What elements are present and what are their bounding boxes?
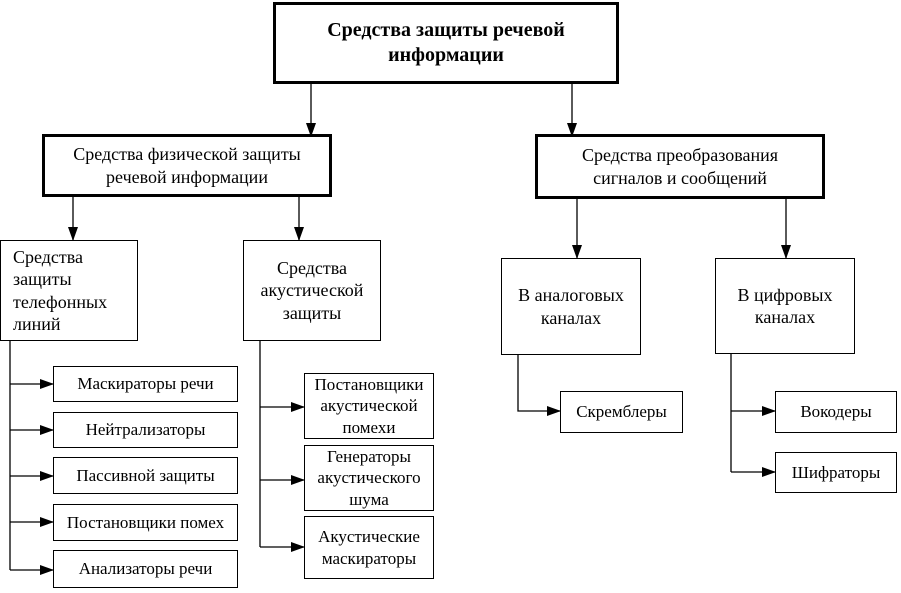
root-node: Средства защиты речевой информации <box>273 2 619 84</box>
telephone-lines-node: Средства защиты телефонных линий <box>0 240 138 341</box>
telephone-item: Анализаторы речи <box>53 550 238 588</box>
acoustic-protection-node: Средства акустической защиты <box>243 240 381 341</box>
analog-channels-node: В аналоговых каналах <box>501 258 641 355</box>
telephone-item: Постановщики помех <box>53 504 238 541</box>
analog-item: Скремблеры <box>560 391 683 433</box>
acoustic-item: Генераторы акустического шума <box>304 445 434 511</box>
digital-item: Шифраторы <box>775 452 897 493</box>
telephone-item: Маскираторы речи <box>53 366 238 402</box>
telephone-item: Нейтрализаторы <box>53 412 238 448</box>
telephone-item: Пассивной защиты <box>53 457 238 494</box>
physical-protection-node: Средства физической защиты речевой инфор… <box>42 134 332 197</box>
digital-item: Вокодеры <box>775 391 897 433</box>
arrow-analog-1 <box>517 355 561 416</box>
digital-channels-node: В цифровых каналах <box>715 258 855 354</box>
signal-transform-node: Средства преобразования сигналов и сообщ… <box>535 134 825 199</box>
acoustic-item: Акустические маскираторы <box>304 516 434 579</box>
acoustic-item: Постановщики акустической помехи <box>304 373 434 439</box>
